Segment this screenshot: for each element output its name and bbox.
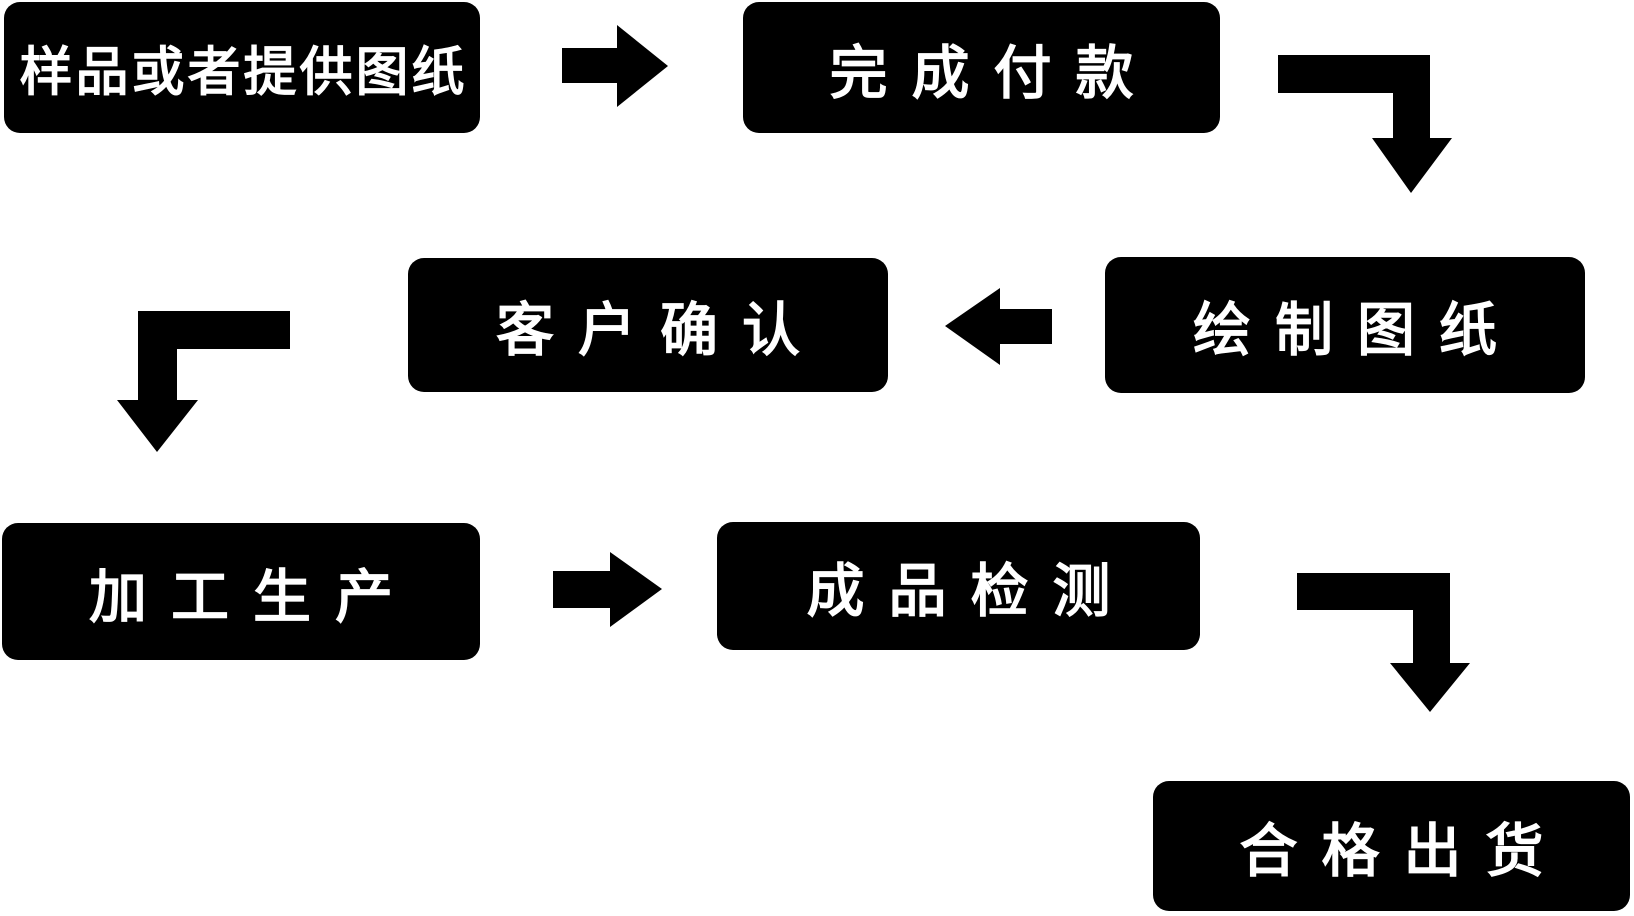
flow-node-label: 绘制图纸 — [1192, 296, 1521, 364]
arrow-right-step5-to-step6 — [553, 552, 662, 627]
elbow-arrow-step6-to-step7 — [1297, 573, 1470, 712]
arrow-left-step3-to-step4 — [945, 288, 1052, 365]
flow-node-processing-production: 加工生产 — [2, 523, 480, 660]
flow-node-customer-confirmation: 客户确认 — [408, 258, 888, 392]
flow-node-label: 成品检测 — [806, 557, 1135, 625]
flow-node-sample-or-provide-drawings: 样品或者提供图纸 — [4, 2, 480, 133]
flow-node-label: 客户确认 — [495, 296, 824, 364]
flow-node-label: 样品或者提供图纸 — [19, 41, 468, 103]
elbow-arrow-step2-to-step3 — [1278, 55, 1452, 193]
flow-node-label: 完成付款 — [829, 38, 1158, 107]
flow-node-finished-product-inspection: 成品检测 — [717, 522, 1200, 650]
arrow-right-step1-to-step2 — [562, 25, 668, 107]
flow-node-label: 合格出货 — [1239, 817, 1568, 885]
flow-node-qualified-shipment: 合格出货 — [1153, 781, 1630, 911]
flow-node-complete-payment: 完成付款 — [743, 2, 1220, 133]
flow-node-draw-drawings: 绘制图纸 — [1105, 257, 1585, 393]
elbow-arrow-step4-to-step5 — [117, 311, 290, 452]
flow-node-label: 加工生产 — [88, 562, 417, 631]
